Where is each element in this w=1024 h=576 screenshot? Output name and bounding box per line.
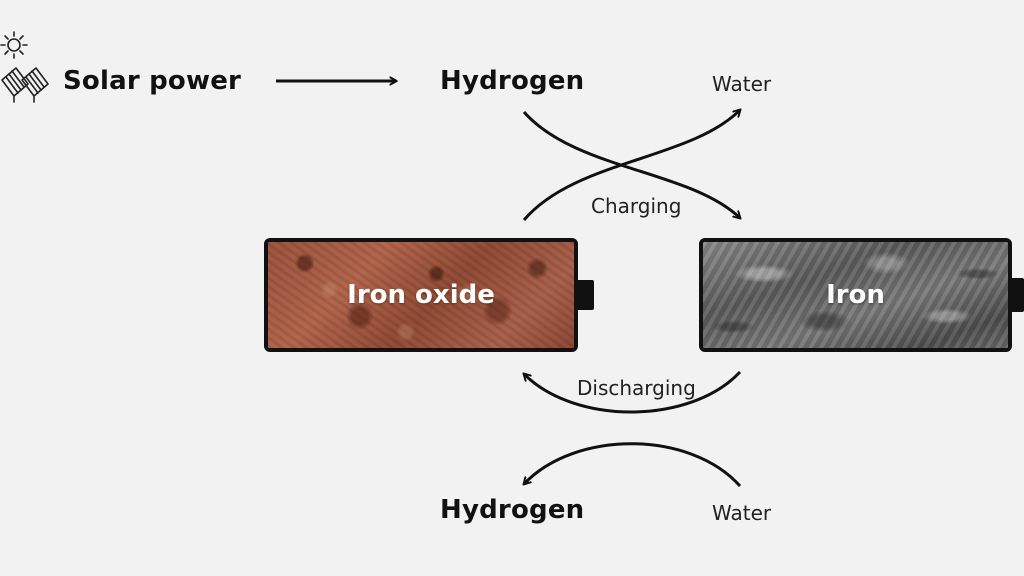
solar-panel-icon xyxy=(1,67,49,103)
hydrogen-bottom-label: Hydrogen xyxy=(440,495,585,525)
iron-battery-terminal xyxy=(1010,278,1024,312)
iron-battery: Iron xyxy=(699,238,1012,352)
iron-oxide-battery: Iron oxide xyxy=(264,238,578,352)
discharging-label: Discharging xyxy=(577,376,696,400)
water-to-hydrogen-arrow xyxy=(524,442,742,488)
iron-label: Iron xyxy=(826,280,885,310)
iron-to-ironoxide-arrow xyxy=(524,370,742,414)
iron-texture xyxy=(703,242,1008,348)
water-top-label: Water xyxy=(712,72,772,96)
hydrogen-top-label: Hydrogen xyxy=(440,66,585,96)
hydrogen-to-iron-arrow xyxy=(522,111,740,218)
water-bottom-label: Water xyxy=(712,501,772,525)
iron-oxide-label: Iron oxide xyxy=(347,280,495,310)
rust-texture xyxy=(268,242,574,348)
charging-label: Charging xyxy=(591,194,682,218)
iron-oxide-battery-terminal xyxy=(576,280,594,310)
solar-power-label: Solar power xyxy=(63,66,242,96)
ironoxide-to-water-arrow xyxy=(522,110,740,221)
sun-icon xyxy=(0,31,28,59)
